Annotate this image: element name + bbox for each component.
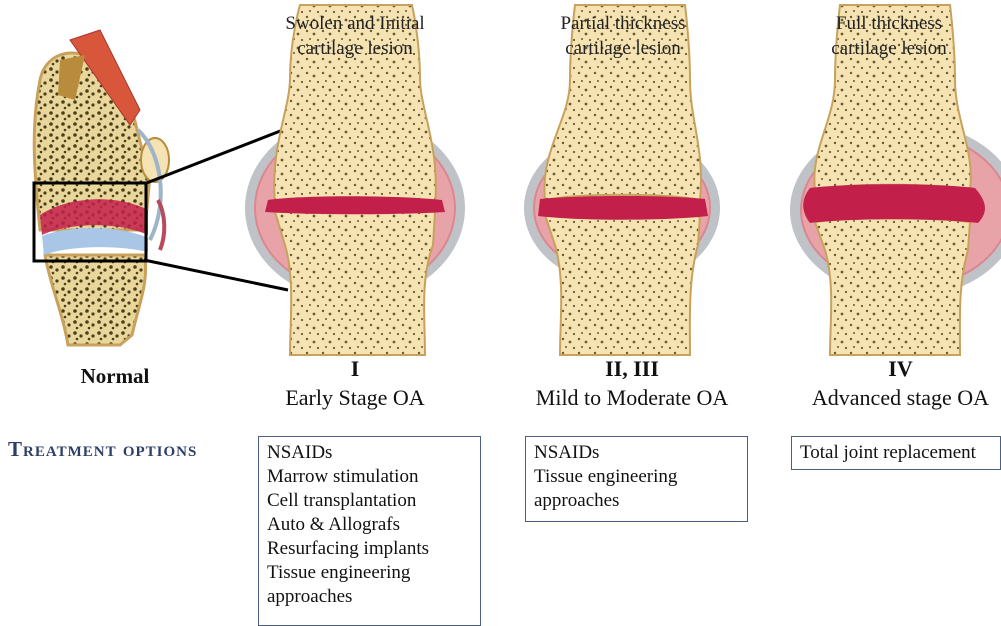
treatment-box-stage-1: NSAIDs Marrow stimulation Cell transplan… bbox=[258, 436, 481, 626]
stage-4-label: IV Advanced stage OA bbox=[800, 355, 1001, 412]
stage-2-3-label: II, III Mild to Moderate OA bbox=[512, 355, 752, 412]
treatment-item: Total joint replacement bbox=[800, 441, 992, 465]
stage-1-label: I Early Stage OA bbox=[240, 355, 470, 412]
stage-1-description: Swolen and Initial cartilage lesion bbox=[240, 12, 470, 61]
treatment-item: Tissue engineering bbox=[534, 465, 739, 489]
treatment-item: Auto & Allografs bbox=[267, 513, 472, 537]
treatment-item: Marrow stimulation bbox=[267, 465, 472, 489]
stage-2-3-description: Partial thickness cartilage lesion bbox=[508, 12, 738, 61]
treatment-item: approaches bbox=[534, 489, 739, 513]
treatment-item: NSAIDs bbox=[267, 441, 472, 465]
treatment-box-stage-2-3: NSAIDs Tissue engineering approaches bbox=[525, 436, 748, 522]
stage-4-description: Full thickness cartilage lesion bbox=[774, 12, 1001, 61]
treatment-item: approaches bbox=[267, 585, 472, 609]
treatment-box-stage-4: Total joint replacement bbox=[791, 436, 1001, 470]
treatment-item: Tissue engineering bbox=[267, 561, 472, 585]
treatment-item: Resurfacing implants bbox=[267, 537, 472, 561]
treatment-options-heading: Treatment options bbox=[8, 437, 197, 462]
normal-label: Normal bbox=[45, 363, 185, 390]
treatment-item: Cell transplantation bbox=[267, 489, 472, 513]
treatment-item: NSAIDs bbox=[534, 441, 739, 465]
